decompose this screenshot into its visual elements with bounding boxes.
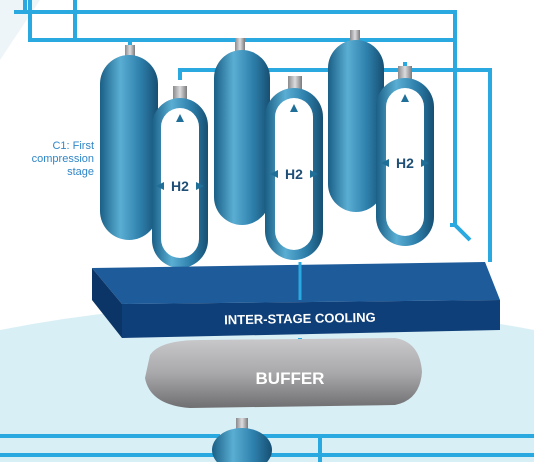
tank-2	[214, 50, 270, 225]
h2-label-3: H2	[396, 155, 414, 171]
cooling-label: INTER-STAGE COOLING	[224, 310, 376, 328]
tank-valve	[350, 30, 360, 44]
tank-valve	[125, 45, 135, 57]
tank-valve	[235, 38, 245, 52]
buffer-label: BUFFER	[256, 369, 325, 388]
tank-3	[328, 40, 384, 212]
tank-1	[100, 55, 158, 240]
first-stage-label: C1: First compression stage	[0, 140, 94, 179]
h2-tubes	[152, 66, 434, 268]
labels: H2 H2 H2 INTER-STAGE COOLING BUFFER	[171, 155, 414, 388]
h2-label-2: H2	[285, 166, 303, 182]
next-stage-tank	[212, 418, 272, 462]
h2-label-1: H2	[171, 178, 189, 194]
first-stage-line-2: compression	[31, 153, 94, 165]
corner-shape	[0, 0, 40, 60]
first-stage-line-1: C1: First	[52, 140, 94, 152]
first-stage-line-3: stage	[67, 166, 94, 178]
compression-tanks	[100, 30, 384, 240]
buffer-tank	[145, 338, 422, 408]
inter-stage-cooling-block	[92, 262, 500, 338]
